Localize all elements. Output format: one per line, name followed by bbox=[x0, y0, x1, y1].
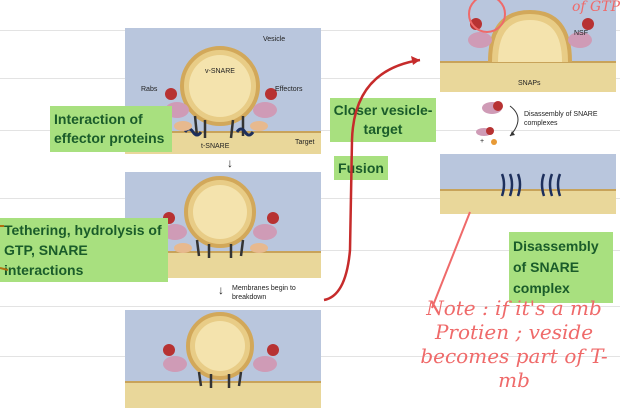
tethering-pointer bbox=[0, 226, 8, 270]
fusion-arrow-head bbox=[411, 56, 420, 65]
fusion-arrow bbox=[324, 60, 420, 300]
gtp-highlight-circle bbox=[469, 0, 505, 32]
note-pointer bbox=[432, 212, 470, 308]
